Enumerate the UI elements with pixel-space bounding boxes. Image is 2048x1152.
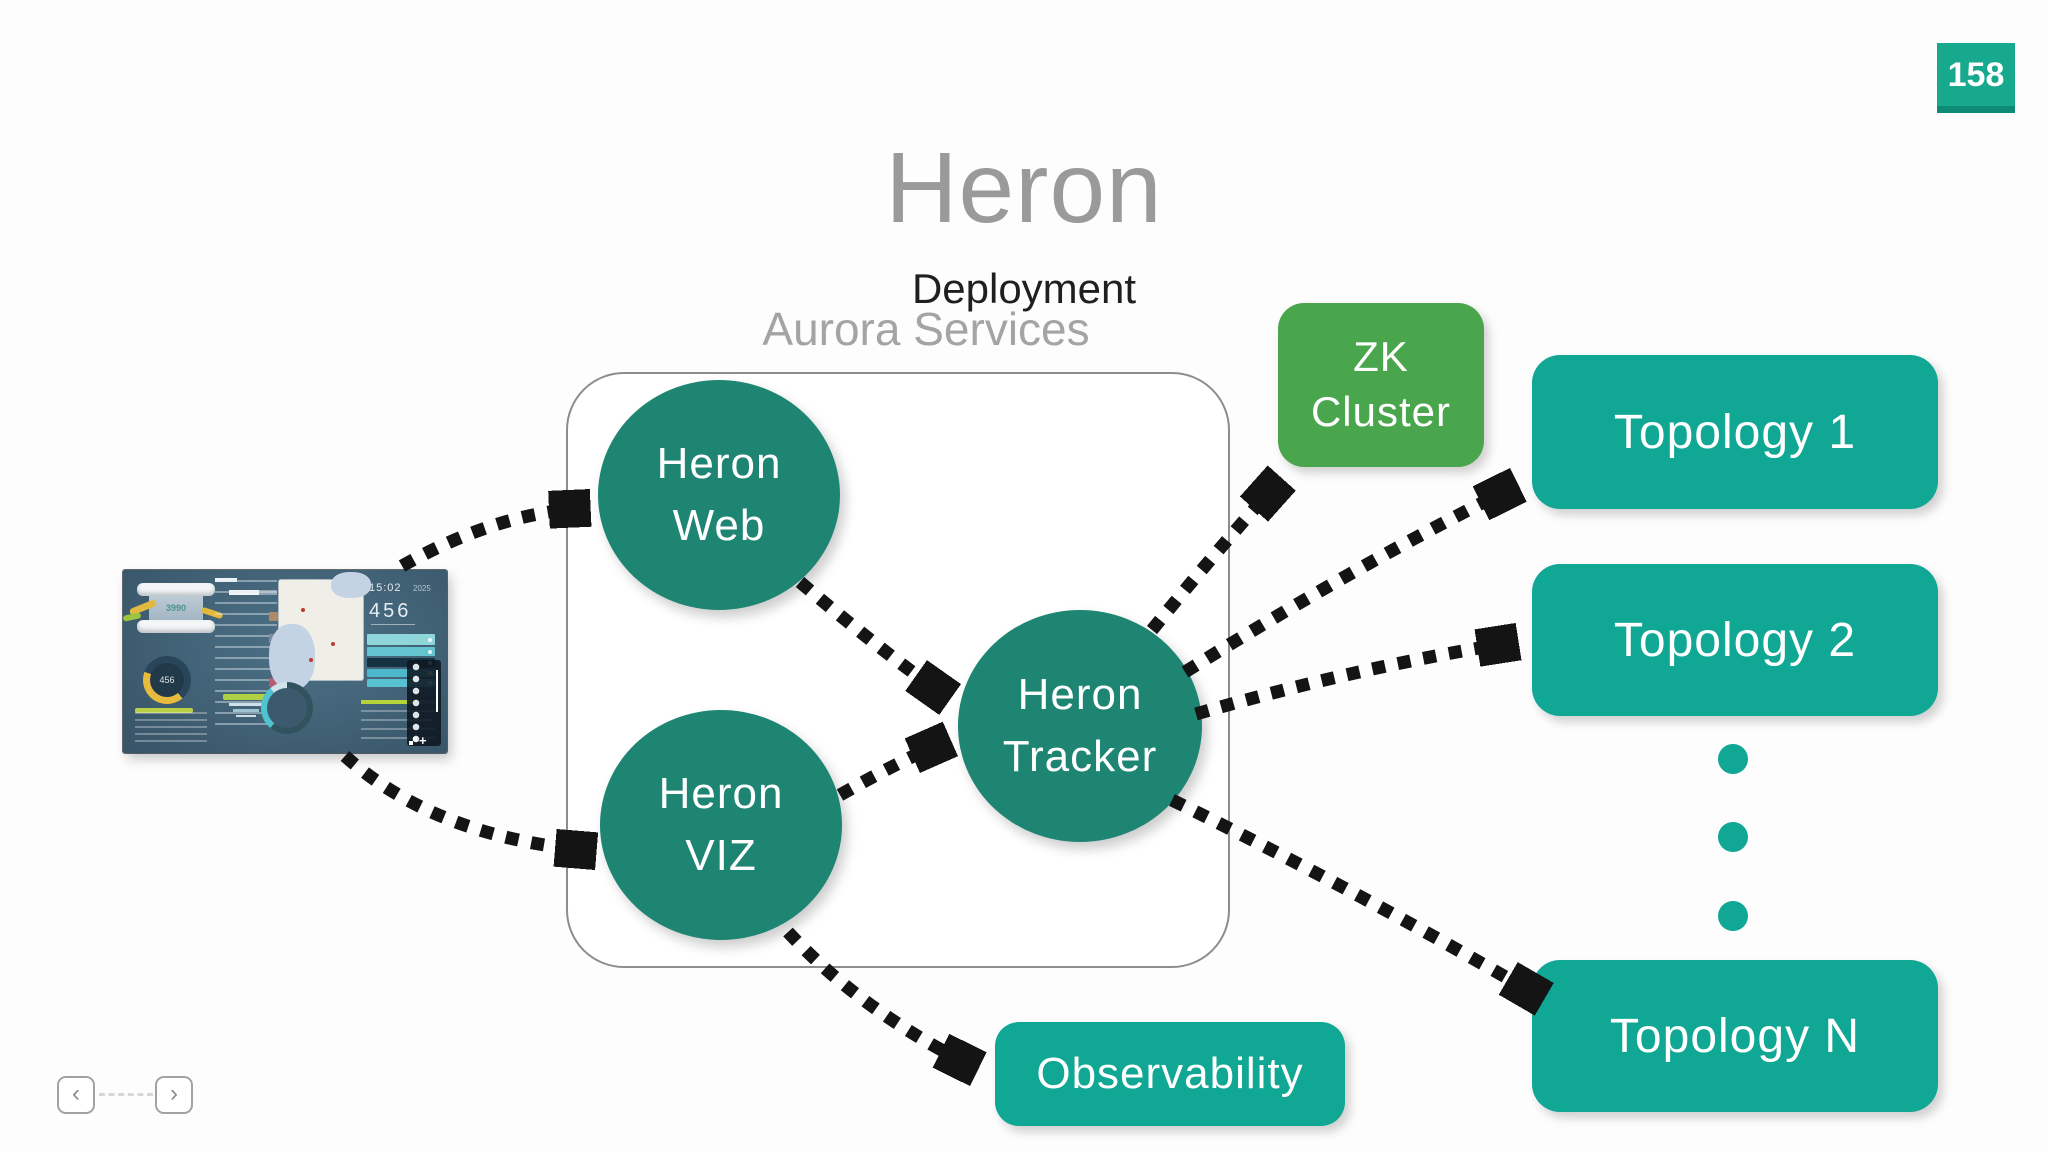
- aurora-services-label: Aurora Services: [762, 303, 1090, 355]
- dashboard-screenshot: 3990 456 15:02 2025 456: [123, 570, 447, 753]
- dashboard-clock: 15:02: [369, 582, 402, 594]
- dashboard-feed-header: [215, 578, 237, 582]
- heron-tracker-node: Heron Tracker: [958, 610, 1202, 842]
- zk-cluster-label-line1: ZK: [1353, 333, 1409, 381]
- avatar: [269, 678, 278, 687]
- heron-tracker-label-line2: Tracker: [1002, 732, 1158, 781]
- page-number-badge: 158: [1937, 43, 2015, 113]
- prev-slide-button[interactable]: ‹: [57, 1076, 95, 1114]
- heron-web-label-line2: Web: [672, 501, 766, 550]
- slide-title: Heron: [885, 132, 1163, 244]
- avatar: [269, 612, 278, 621]
- dashboard-map-panel: [269, 572, 371, 690]
- plus-icon: +: [419, 733, 427, 748]
- topology-n-node: Topology N: [1532, 960, 1938, 1112]
- zk-cluster-label-line2: Cluster: [1310, 388, 1452, 435]
- map-marker: [309, 658, 313, 662]
- page-number-badge-strip: [1937, 106, 2015, 113]
- edge-heron-tracker-to-topology-2: [1194, 642, 1516, 721]
- heron-web-node: Heron Web: [598, 380, 840, 610]
- dashboard-counter-underline: [371, 624, 415, 625]
- edge-dashboard-to-heron-web: [398, 508, 588, 572]
- map-marker: [301, 608, 305, 612]
- heron-viz-label-line1: Heron: [658, 768, 784, 818]
- dashboard-wordcloud-line: [236, 715, 256, 717]
- slide-subtitle: Deployment: [911, 265, 1137, 312]
- dashboard-progress-bar: [361, 700, 435, 704]
- chevron-left-icon: ‹: [72, 1079, 80, 1107]
- next-slide-button[interactable]: ›: [155, 1076, 193, 1114]
- ellipsis-dot: [1718, 822, 1748, 852]
- edge-dashboard-to-heron-viz: [340, 751, 594, 851]
- chevron-right-icon: ›: [170, 1079, 178, 1107]
- zk-cluster-node: ZK Cluster: [1278, 303, 1484, 467]
- topology-1-node: Topology 1: [1532, 355, 1938, 509]
- dashboard-clock-secondary: 2025: [413, 584, 431, 593]
- dashboard-counter: 456: [369, 600, 412, 622]
- dashboard-stat-list: [135, 712, 207, 746]
- observability-node: Observability: [995, 1022, 1345, 1126]
- heron-viz-label-line2: VIZ: [685, 831, 757, 880]
- dashboard-donut-gauge-value: 456: [150, 663, 184, 697]
- dashboard-icon-sidebar: [407, 660, 441, 746]
- heron-web-label-line1: Heron: [656, 438, 782, 488]
- dashboard-ring-gauge-center: [267, 688, 307, 728]
- dashboard-wordcloud: [223, 694, 269, 700]
- dashboard-banner-bottom: [137, 620, 215, 633]
- map-water: [331, 572, 371, 598]
- dashboard-ring-gauge: [261, 682, 313, 734]
- topology-2-node: Topology 2: [1532, 564, 1938, 716]
- dashboard-highlight-row: [135, 708, 193, 713]
- dashboard-flow-band: 3990: [149, 596, 203, 620]
- dashboard-feed-progress: [229, 590, 277, 595]
- ellipsis-dot: [1718, 901, 1748, 931]
- edge-heron-tracker-to-topology-1: [1181, 486, 1516, 678]
- grid-icon: [409, 737, 417, 745]
- nav-dashed-connector: [99, 1093, 153, 1096]
- ellipsis-dot: [1718, 744, 1748, 774]
- dashboard-banner-top: [137, 583, 215, 596]
- dashboard-donut-gauge: 456: [143, 656, 191, 704]
- heron-tracker-label-line1: Heron: [1017, 669, 1143, 719]
- map-marker: [331, 642, 335, 646]
- heron-viz-node: Heron VIZ: [600, 710, 842, 940]
- map-water: [269, 624, 315, 690]
- dashboard-wordcloud-line: [229, 703, 263, 706]
- dashboard-wordcloud-line: [233, 709, 259, 712]
- dashboard-sidebar-scrollbar: [436, 670, 438, 712]
